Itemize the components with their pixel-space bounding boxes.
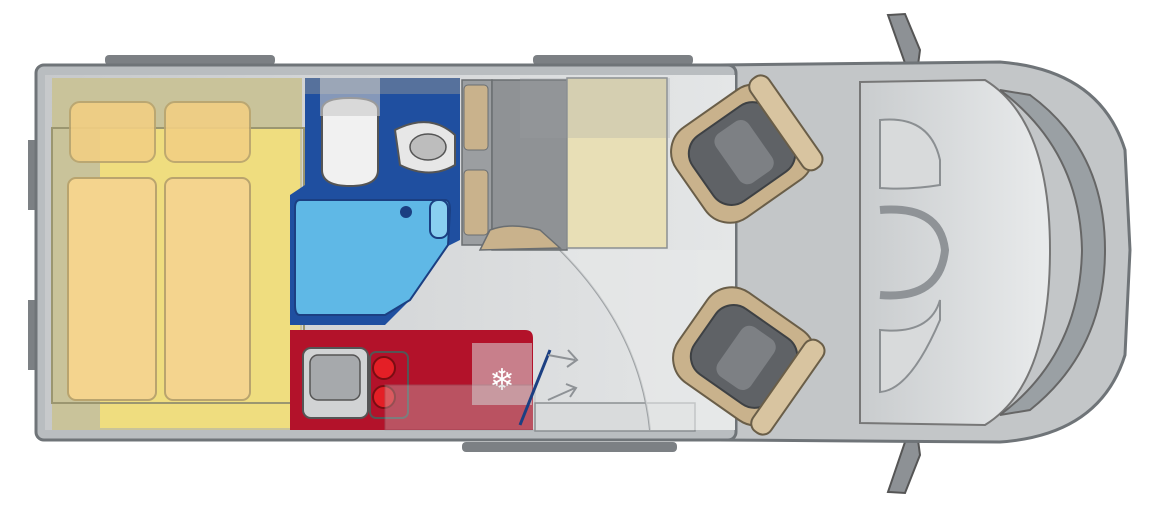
stove-burner-1 <box>372 356 396 380</box>
left-mirror <box>886 12 922 68</box>
toilet-tank <box>320 78 380 116</box>
stove-frame <box>369 351 409 419</box>
door-swing-line <box>518 349 552 426</box>
snowflake-icon: ❄ <box>489 363 514 398</box>
washbasin-bowl <box>409 133 447 161</box>
pillow-right <box>164 101 251 163</box>
door-arrow-icon <box>547 349 579 401</box>
right-mirror <box>886 437 922 495</box>
mattress-right <box>164 177 251 401</box>
kitchen-lower-cabinet <box>384 384 536 431</box>
cab-console <box>879 118 941 190</box>
bench-cushion-1 <box>463 84 489 151</box>
bench-corner <box>478 225 562 251</box>
shower-soap-tray <box>429 199 449 239</box>
shower-drain <box>400 206 412 218</box>
fridge <box>472 343 532 405</box>
floor-area-arc <box>559 249 651 431</box>
dinette-bench-seat <box>491 79 568 251</box>
sink-basin <box>309 354 361 401</box>
bench-cushion-2 <box>463 169 489 236</box>
table-shadow <box>520 78 670 138</box>
passenger-seat-swivel <box>672 286 826 436</box>
cab-console-lower <box>879 299 941 394</box>
pillow-left <box>69 101 156 163</box>
wheel-arches <box>28 55 693 452</box>
shower-tray <box>294 199 452 316</box>
dinette-table <box>566 77 668 249</box>
windscreen <box>999 89 1107 416</box>
steering-wheel <box>879 205 950 300</box>
stove-burner-2 <box>372 385 396 409</box>
driver-seat-swivel <box>670 74 824 224</box>
mattress-left <box>67 177 157 401</box>
